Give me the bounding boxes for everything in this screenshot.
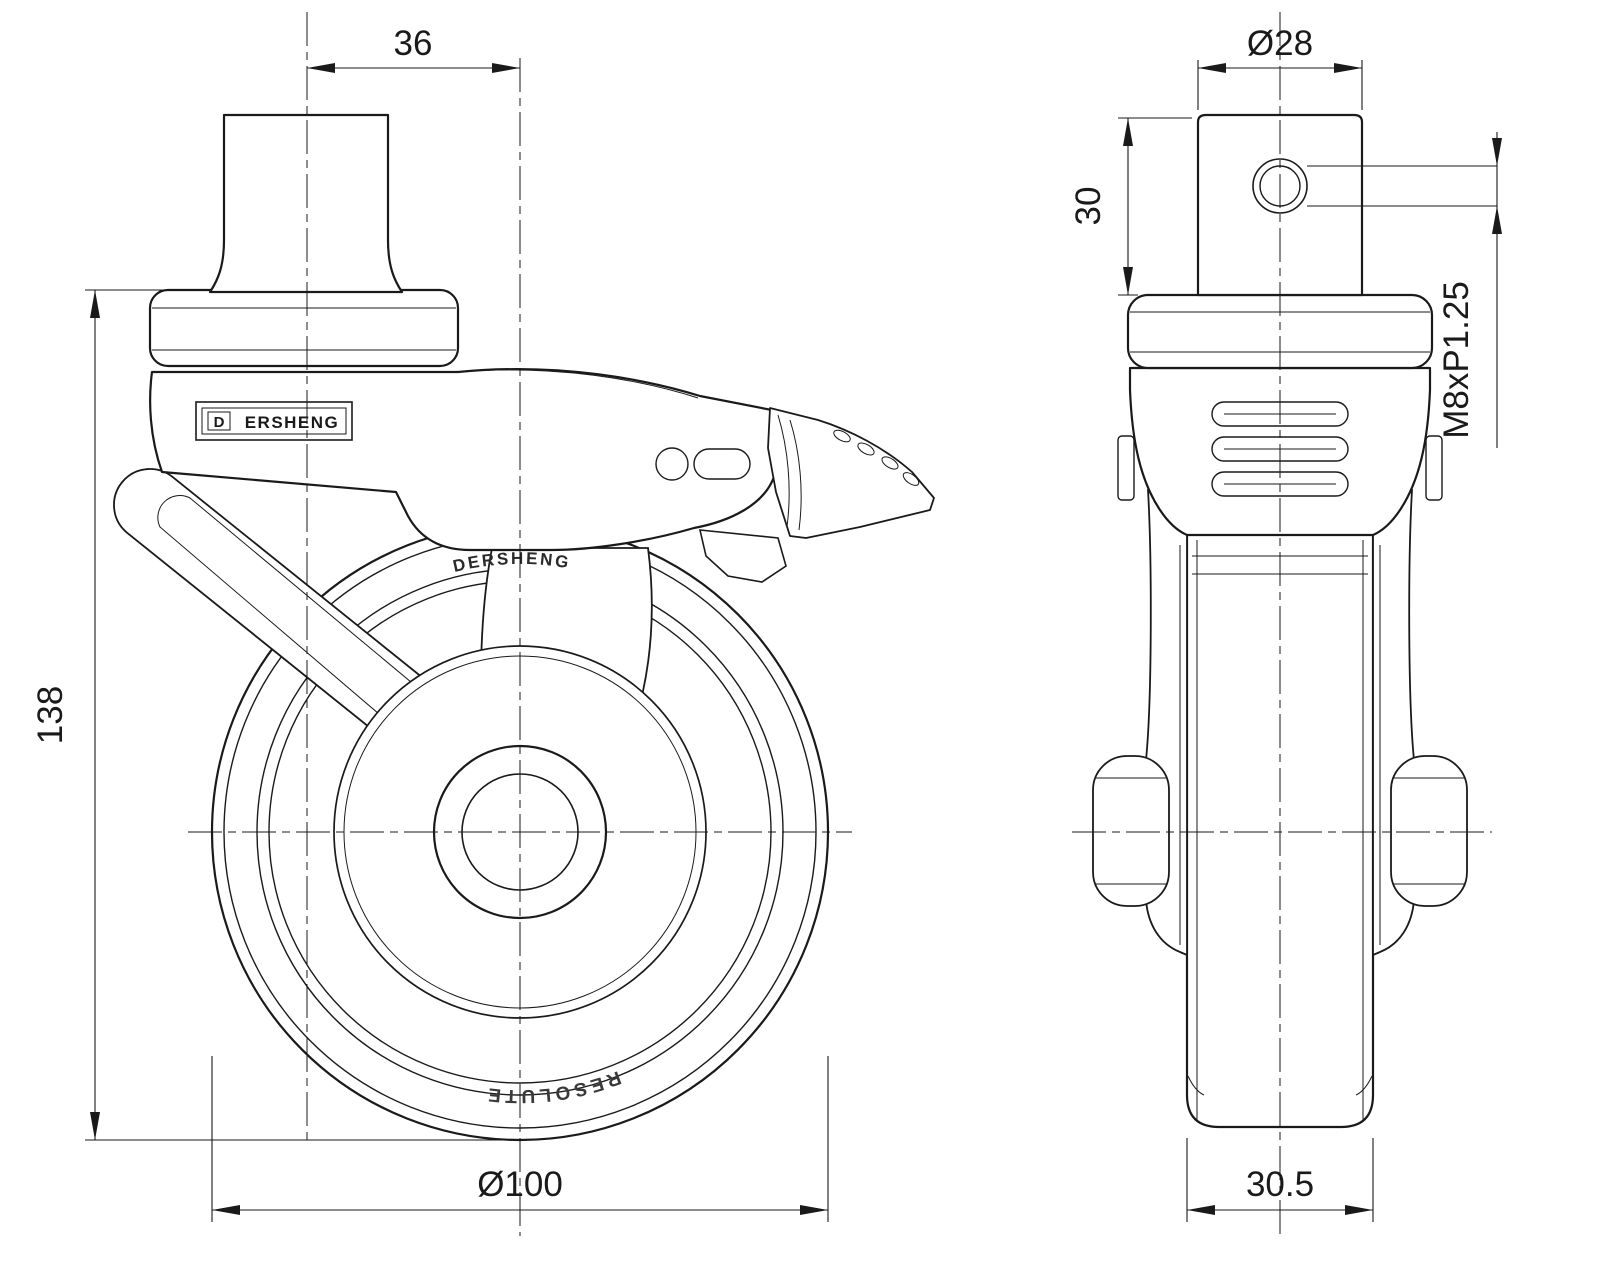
dim-arrow-bottom [90, 1112, 100, 1140]
tread-corner-mark-left [1187, 1075, 1205, 1096]
dim-arrow-up [1492, 206, 1502, 234]
pedal-body [767, 407, 935, 539]
pedal-inner-line-1 [789, 419, 802, 531]
brand-plate: D ERSHENG [195, 401, 353, 441]
brand-plate-text: ERSHENG [245, 413, 340, 432]
front-view: Ø28 30 M8xP1.25 30.5 [1069, 12, 1502, 1236]
dim-arrow-right [1334, 63, 1362, 73]
collar-body [148, 288, 460, 368]
housing-slot [693, 448, 751, 480]
side-view: D ERSHENG D ERSHENG [31, 12, 935, 1236]
dim-arrow-left [1187, 1205, 1215, 1215]
dim-arrow-right [800, 1205, 828, 1215]
dim-arrow-left [212, 1205, 240, 1215]
stem-side [208, 113, 404, 294]
dimension-wheel-diameter: Ø100 [211, 1056, 829, 1222]
brand-plate-inner-frame [201, 407, 347, 435]
dim-arrow-top [90, 290, 100, 318]
side-view-centerlines [188, 12, 852, 1236]
dim-arrow-right [1345, 1205, 1373, 1215]
dim-arrow-left [307, 63, 335, 73]
brake-drum-left [1092, 755, 1170, 907]
housing-body [149, 368, 784, 552]
side-tab-left [1117, 435, 1135, 501]
pedal-inner-line-2 [777, 414, 790, 528]
dim-arrow-right [492, 63, 520, 73]
dim-arrow-bottom [1123, 267, 1133, 295]
dim-value-thread-spec: M8xP1.25 [1437, 281, 1476, 439]
dimension-overall-height: 138 [31, 289, 508, 1141]
dim-arrow-top [1123, 118, 1133, 146]
dim-value-wheel-diameter: Ø100 [477, 1165, 563, 1204]
swivel-collar-side [148, 288, 460, 368]
swivel-housing: D ERSHENG [149, 368, 935, 583]
housing-top-edge-line [457, 369, 699, 399]
brake-pedal [698, 407, 935, 583]
side-tab-right [1425, 435, 1443, 501]
dimension-stem-diameter: Ø28 [1197, 24, 1363, 110]
pedal-ridge-3 [881, 456, 899, 470]
pedal-ridge-2 [857, 442, 875, 456]
brake-drum-right [1390, 755, 1468, 907]
dim-value-wheel-width: 30.5 [1246, 1165, 1314, 1204]
brand-plate-outer-frame [195, 401, 353, 441]
front-view-centerlines [1072, 12, 1492, 1236]
dimension-stem-length: 30 [1069, 117, 1192, 296]
pedal-latch [698, 529, 787, 583]
brand-logo-letter: D [214, 414, 225, 431]
brand-logo-box [207, 411, 231, 431]
dim-value-swivel-offset: 36 [394, 24, 433, 63]
dim-arrow-down [1492, 138, 1502, 166]
dim-value-overall-height: 138 [31, 686, 70, 744]
pedal-ridge-4 [902, 472, 920, 486]
brake-drums [1092, 755, 1468, 907]
dimension-swivel-offset: 36 [307, 24, 520, 73]
dim-value-stem-diameter: Ø28 [1247, 24, 1313, 63]
dimension-thread-spec: M8xP1.25 [1307, 132, 1502, 448]
pedal-ridge-1 [833, 429, 851, 443]
dimension-wheel-width: 30.5 [1186, 1138, 1374, 1222]
dim-arrow-left [1198, 63, 1226, 73]
tread-corner-mark-right [1355, 1075, 1373, 1096]
housing-pivot-hole [655, 447, 689, 481]
stem-hole-outer [1252, 158, 1308, 214]
dim-value-stem-length: 30 [1069, 187, 1108, 226]
